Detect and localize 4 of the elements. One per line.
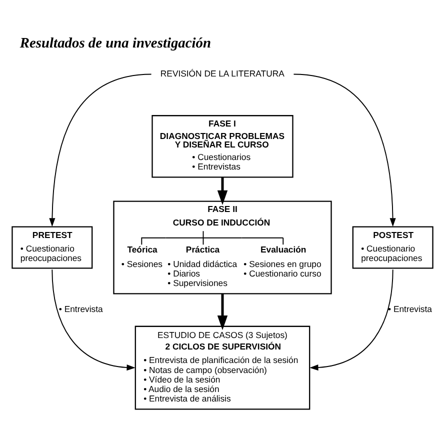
edge-label: • Entrevista [388,304,432,314]
edge-label: • Entrevista [58,304,103,314]
diagram-title: Resultados de una investigación [20,35,212,52]
node-text: REVISIÓN DE LA LITERATURA [160,68,284,78]
